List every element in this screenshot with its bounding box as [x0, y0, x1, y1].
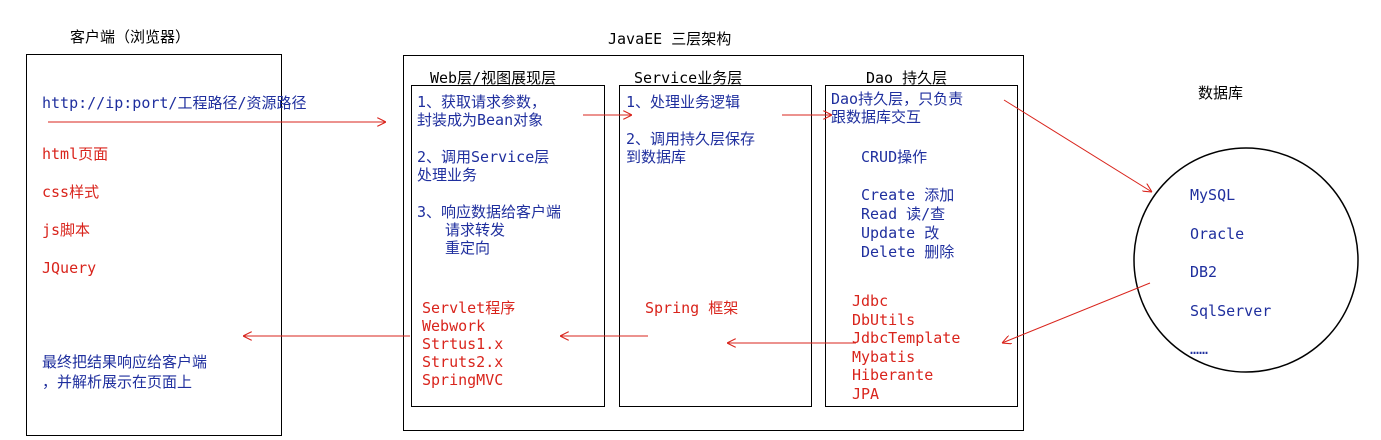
- db-oracle: Oracle: [1190, 224, 1245, 243]
- client-box: [26, 54, 282, 436]
- arrow-dao-to-db: [1003, 99, 1152, 192]
- db-mysql: MySQL: [1190, 186, 1236, 204]
- service-layer-box: [619, 85, 812, 407]
- crud-title: CRUD操作: [861, 148, 928, 166]
- service-steps: 1、处理业务逻辑 2、调用持久层保存 到数据库: [626, 93, 755, 166]
- service-layer-title: Service业务层: [634, 69, 743, 87]
- dao-layer-title: Dao 持久层: [866, 69, 948, 87]
- dao-framework-dbutils: DbUtils: [852, 310, 916, 329]
- resource-html: html页面: [42, 145, 109, 163]
- dao-desc-2: 跟数据库交互: [831, 108, 922, 126]
- request-url: http://ip:port/工程路径/资源路径: [42, 94, 307, 112]
- web-framework-struts1: Strtus1.x: [422, 335, 504, 353]
- resource-js: js脚本: [42, 221, 91, 239]
- web-layer-title: Web层/视图展现层: [430, 69, 557, 87]
- dao-framework-jdbctemplate: JdbcTemplate: [852, 329, 961, 347]
- service-step-2b: 到数据库: [626, 148, 687, 166]
- web-frameworks: Servlet程序 Webwork Strtus1.x Struts2.x Sp…: [422, 299, 515, 389]
- db-more: ……: [1190, 340, 1209, 358]
- service-step-1: 1、处理业务逻辑: [626, 93, 741, 111]
- web-layer-box: [411, 85, 605, 407]
- db-db2: DB2: [1190, 263, 1218, 281]
- dao-description: Dao持久层，只负责 跟数据库交互: [831, 90, 963, 126]
- web-step-2a: 2、调用Service层: [417, 148, 550, 166]
- javaee-title: JavaEE 三层架构: [608, 30, 732, 48]
- result-line-2: ，并解析展示在页面上: [42, 373, 193, 391]
- web-step-2b: 处理业务: [417, 166, 478, 184]
- client-resources: html页面 css样式 js脚本 JQuery: [42, 145, 108, 277]
- web-framework-struts2: Struts2.x: [422, 353, 504, 371]
- web-step-3: 3、响应数据给客户端: [417, 203, 562, 221]
- resource-css: css样式: [42, 183, 100, 201]
- arrow-db-to-dao: [1002, 282, 1151, 343]
- crud-create: Create 添加: [861, 186, 955, 204]
- client-result: 最终把结果响应给客户端 ，并解析展示在页面上: [42, 352, 207, 392]
- web-step-forward: 请求转发: [445, 221, 506, 239]
- web-step-1a: 1、获取请求参数，: [417, 93, 547, 111]
- web-framework-webwork: Webwork: [422, 317, 486, 335]
- crud-read: Read 读/查: [861, 205, 946, 223]
- resource-jquery: JQuery: [42, 259, 97, 277]
- web-framework-servlet: Servlet程序: [422, 299, 516, 317]
- client-title: 客户端（浏览器）: [70, 28, 191, 46]
- service-step-2a: 2、调用持久层保存: [626, 130, 756, 148]
- dao-framework-mybatis: Mybatis: [852, 347, 916, 366]
- javaee-box: [403, 55, 1024, 431]
- database-ellipse: [1133, 147, 1359, 373]
- database-title: 数据库: [1198, 84, 1244, 102]
- dao-framework-jpa: JPA: [852, 384, 880, 403]
- dao-layer-box: [825, 85, 1018, 407]
- crud-update: Update 改: [861, 224, 940, 242]
- dao-framework-jdbc: Jdbc: [852, 292, 889, 310]
- web-steps: 1、获取请求参数， 封装成为Bean对象 2、调用Service层 处理业务 3…: [417, 93, 561, 257]
- web-step-redirect: 重定向: [445, 239, 491, 257]
- db-sqlserver: SqlServer: [1190, 301, 1272, 320]
- dao-desc-1: Dao持久层，只负责: [831, 90, 964, 108]
- web-step-1b: 封装成为Bean对象: [417, 111, 544, 129]
- web-framework-springmvc: SpringMVC: [422, 371, 504, 389]
- crud-list: Create 添加 Read 读/查 Update 改 Delete 删除: [861, 186, 954, 262]
- dao-framework-hibernate: Hiberante: [852, 366, 934, 384]
- dao-frameworks: Jdbc DbUtils JdbcTemplate Mybatis Hibera…: [852, 292, 960, 403]
- result-line-1: 最终把结果响应给客户端: [42, 353, 208, 371]
- crud-delete: Delete 删除: [861, 243, 955, 261]
- database-list: MySQL Oracle DB2 SqlServer ……: [1190, 176, 1271, 369]
- service-framework-spring: Spring 框架: [645, 299, 739, 317]
